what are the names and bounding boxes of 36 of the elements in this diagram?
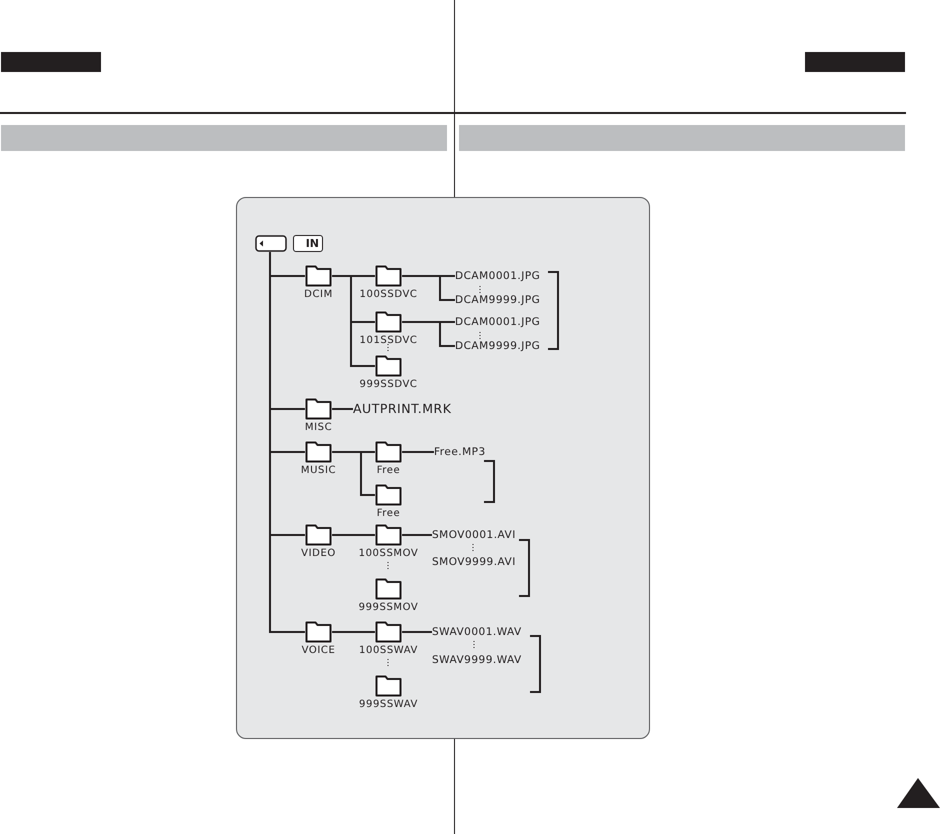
- file-name: DCAM9999.JPG: [455, 339, 540, 353]
- folder-name: DCIM: [304, 289, 333, 301]
- folder-name: 101SSDVC: [360, 335, 418, 347]
- folder-name: 100SSDVC: [360, 289, 418, 301]
- file-name: AUTPRINT.MRK: [353, 402, 452, 416]
- folder-name: VOICE: [302, 645, 336, 657]
- tree-line: [332, 631, 375, 633]
- file-name: DCAM0001.JPG: [455, 315, 540, 329]
- file-name: SWAV0001.WAV: [432, 625, 522, 639]
- tree-line: [402, 534, 432, 536]
- tree-line: [332, 408, 353, 410]
- folder-name: MUSIC: [300, 465, 336, 477]
- folder-name: 999SSWAV: [359, 699, 418, 711]
- folder-name: 100SSMOV: [358, 548, 418, 560]
- memory-label: IN: [306, 237, 319, 250]
- tree-line: [402, 275, 455, 301]
- folder-name: Free: [376, 508, 400, 520]
- folder-name: 999SSDVC: [360, 379, 418, 391]
- tree-line: [332, 451, 375, 496]
- tree-line: [402, 631, 432, 633]
- internal-memory-icon: [293, 235, 323, 252]
- file-name: SMOV9999.AVI: [432, 555, 516, 569]
- file-name: SWAV9999.WAV: [432, 653, 522, 667]
- file-name: Free.MP3: [434, 445, 486, 459]
- folder-name: VIDEO: [301, 548, 336, 560]
- file-name: DCAM0001.JPG: [455, 269, 540, 283]
- tree-line: [402, 321, 455, 347]
- tree-line: [332, 534, 375, 536]
- folder-name: MISC: [304, 422, 332, 434]
- file-name: SMOV0001.AVI: [432, 528, 516, 542]
- folder-name: 999SSMOV: [358, 602, 418, 614]
- folder-name: Free: [376, 465, 400, 477]
- tree-line: [269, 252, 305, 633]
- tree-line: [402, 451, 434, 453]
- file-name: DCAM9999.JPG: [455, 293, 540, 307]
- folder-name: 100SSWAV: [359, 645, 418, 657]
